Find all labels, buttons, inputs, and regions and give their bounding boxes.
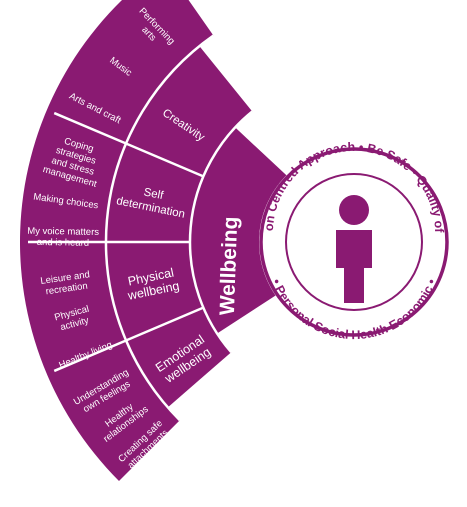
domain-ring [105, 46, 253, 408]
divider-lines [28, 34, 254, 422]
divider-arc-outer [104, 34, 215, 422]
person-icon [336, 195, 372, 303]
item-label: My voice mattersand is heard [27, 226, 99, 249]
emblem-inner-ring [285, 173, 423, 311]
divider-arc-inner [188, 110, 254, 354]
core-label: Wellbeing [216, 216, 242, 316]
divider-item-group [53, 339, 127, 373]
core-segment [189, 127, 293, 334]
divider-domain [125, 306, 204, 342]
emblem-outer-ring [259, 147, 449, 337]
divider-item-group [53, 111, 127, 145]
divider-domain [125, 142, 204, 178]
